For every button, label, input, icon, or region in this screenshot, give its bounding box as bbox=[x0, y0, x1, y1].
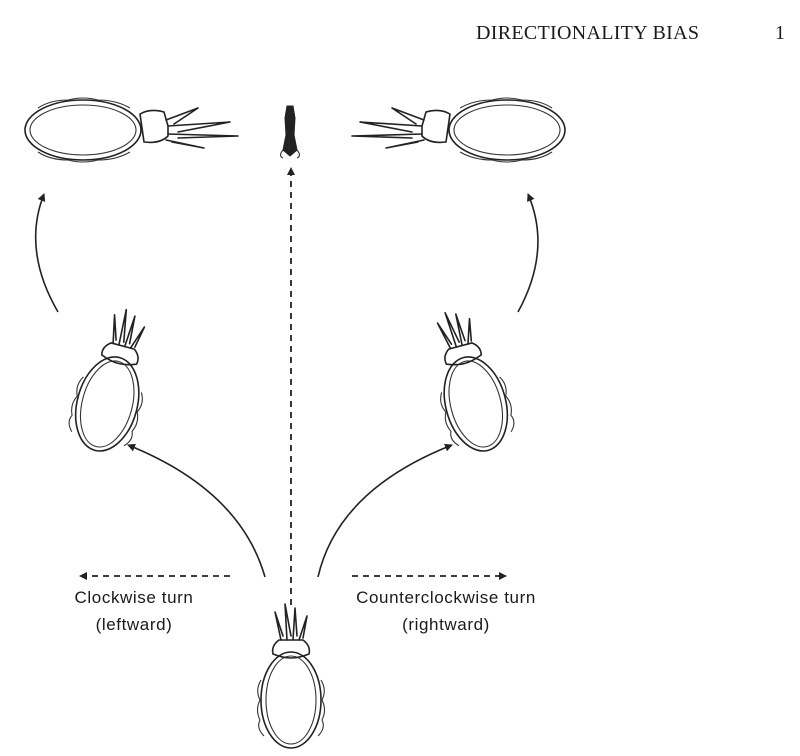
prey-shrimp bbox=[279, 105, 301, 159]
clockwise-label-line2: (leftward) bbox=[96, 615, 173, 634]
right-turn-curve-arrow-upper bbox=[517, 193, 539, 313]
right-turn-curve-arrow-lower bbox=[317, 443, 453, 578]
left-turn-curve-arrow-upper bbox=[34, 193, 59, 313]
counterclockwise-label-line1: Counterclockwise turn bbox=[356, 588, 536, 607]
clockwise-label-line1: Clockwise turn bbox=[75, 588, 194, 607]
cuttlefish-middle-right bbox=[417, 301, 522, 460]
cuttlefish-bottom-start bbox=[256, 603, 326, 749]
left-turn-curve-arrow-lower bbox=[127, 443, 266, 578]
counterclockwise-label-line2: (rightward) bbox=[402, 615, 490, 634]
running-title: DIRECTIONALITY BIAS bbox=[476, 22, 699, 44]
cuttlefish-middle-left bbox=[61, 301, 166, 460]
cuttlefish-top-right bbox=[351, 97, 566, 163]
page-number: 1 bbox=[775, 22, 785, 44]
cuttlefish-top-left bbox=[24, 97, 239, 163]
